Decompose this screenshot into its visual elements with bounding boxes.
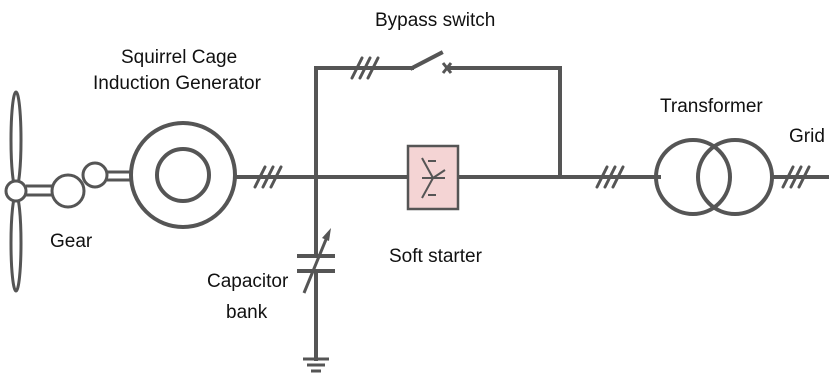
three-phase-marks-generator	[253, 165, 283, 189]
induction-generator-icon	[129, 121, 237, 229]
capacitor-bank-label-line2: bank	[226, 302, 268, 323]
transformer-icon	[654, 138, 774, 216]
gear-label: Gear	[50, 231, 93, 252]
bypass-branch	[314, 56, 562, 179]
capacitor-bank-label-line1: Capacitor	[207, 271, 289, 292]
bypass-switch-label: Bypass switch	[375, 10, 495, 31]
variable-capacitor-icon	[297, 228, 335, 294]
soft-starter-label: Soft starter	[389, 246, 483, 267]
ground-icon	[303, 357, 329, 373]
wind-turbine-blades-icon	[4, 90, 28, 293]
transformer-label: Transformer	[660, 96, 763, 117]
three-phase-marks-grid	[781, 165, 811, 189]
gear-icon	[50, 161, 109, 209]
low-speed-shaft	[26, 184, 52, 197]
thyristor-icon	[406, 144, 460, 211]
grid-label: Grid	[789, 126, 825, 147]
bypass-switch-icon	[409, 50, 453, 74]
generator-label-line2: Induction Generator	[93, 73, 262, 94]
three-phase-marks-transformer	[595, 165, 625, 189]
generator-label-line1: Squirrel Cage	[121, 47, 237, 68]
